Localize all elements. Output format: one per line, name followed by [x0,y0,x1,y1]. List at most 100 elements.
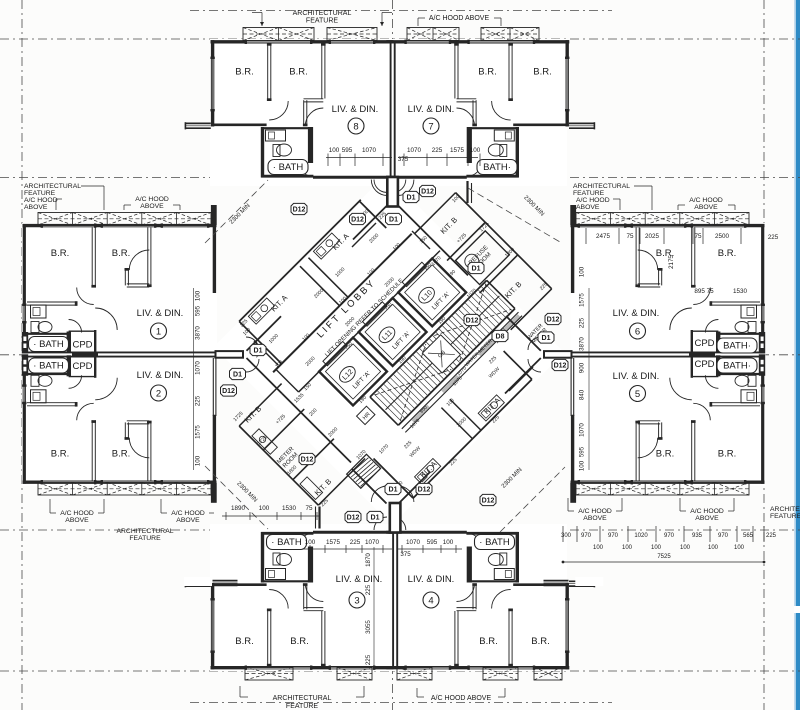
svg-text:ABOVE: ABOVE [24,204,48,211]
svg-text:LIV. & DIN.: LIV. & DIN. [137,308,184,319]
svg-text:2175: 2175 [668,255,675,269]
svg-text:100: 100 [329,147,340,154]
svg-text:1870: 1870 [365,553,372,567]
svg-text:LIV. & DIN.: LIV. & DIN. [613,371,660,382]
svg-text:CPD: CPD [72,361,92,372]
svg-text:595: 595 [195,305,202,316]
svg-text:CPD: CPD [694,338,714,349]
svg-text:LIV. & DIN.: LIV. & DIN. [613,308,660,319]
svg-text:75: 75 [694,233,702,240]
svg-text:75: 75 [626,233,634,240]
svg-text:D8: D8 [496,333,505,340]
svg-text:FEATURE: FEATURE [24,190,56,197]
svg-text:100: 100 [593,545,604,551]
svg-text:ABOVE: ABOVE [694,204,718,211]
svg-text:3: 3 [354,595,359,606]
svg-text:750: 750 [344,341,354,351]
svg-text:D1: D1 [389,216,398,223]
svg-text:A/C HOOD: A/C HOOD [578,508,612,515]
svg-text:LIV. & DIN.: LIV. & DIN. [332,104,379,115]
svg-text:A/C HOOD: A/C HOOD [135,196,169,203]
svg-text:B.R.: B.R. [235,636,253,647]
svg-text:565: 565 [743,533,754,539]
svg-text:595: 595 [427,539,438,546]
svg-text:100: 100 [274,359,284,369]
svg-text:100: 100 [708,545,719,551]
svg-text:100: 100 [366,267,376,277]
svg-text:2: 2 [156,388,161,399]
svg-text:225: 225 [365,654,372,665]
svg-text:2475: 2475 [596,233,611,240]
svg-text:D12: D12 [466,317,479,324]
svg-text:FEATURE: FEATURE [306,18,338,25]
svg-text:190: 190 [358,395,368,405]
svg-text:B.R.: B.R. [290,636,308,647]
svg-text:B.R.: B.R. [112,449,130,460]
svg-text:ABOVE: ABOVE [140,203,164,210]
svg-text:100: 100 [622,545,633,551]
svg-text:1575: 1575 [326,539,341,546]
svg-text:D12: D12 [554,362,567,369]
svg-text:D1: D1 [407,194,416,201]
svg-text:1530: 1530 [733,288,748,295]
svg-text:3055: 3055 [365,620,372,634]
svg-text:D12: D12 [351,216,364,223]
svg-text:D12: D12 [301,456,314,463]
svg-text:BATH·: BATH· [723,361,751,372]
svg-text:150: 150 [303,382,313,392]
svg-text:1070: 1070 [579,423,586,437]
svg-text:D12: D12 [418,486,431,493]
svg-text:LIV. & DIN.: LIV. & DIN. [408,574,455,585]
svg-text:225: 225 [378,211,388,221]
svg-text:3870: 3870 [579,337,586,351]
svg-text:7525: 7525 [657,554,671,560]
svg-text:100: 100 [651,545,662,551]
svg-text:200: 200 [308,407,318,417]
svg-text:ARCHITECTURAL: ARCHITECTURAL [273,695,332,702]
svg-text:FEATURE: FEATURE [573,190,605,197]
svg-text:1070: 1070 [406,539,421,546]
svg-text:B.R.: B.R. [235,67,253,78]
svg-text:5: 5 [635,389,640,400]
svg-text:1020: 1020 [634,533,648,539]
svg-text:B.R.: B.R. [478,67,496,78]
svg-text:895 75: 895 75 [694,288,714,295]
svg-text:· BATH: · BATH [33,361,64,372]
svg-text:D12: D12 [547,316,560,323]
svg-text:· BATH: · BATH [479,537,510,548]
svg-text:1070: 1070 [195,361,202,375]
svg-text:595: 595 [579,446,586,457]
svg-text:225: 225 [350,539,361,546]
svg-text:D12: D12 [347,514,360,521]
svg-text:D1: D1 [472,265,481,272]
svg-text:FEATURE: FEATURE [129,535,161,542]
svg-text:100: 100 [195,290,202,301]
svg-text:A/C HOOD: A/C HOOD [171,510,205,517]
svg-text:225: 225 [768,234,779,241]
svg-text:A/C HOOD: A/C HOOD [690,508,724,515]
svg-text:A/C HOOD: A/C HOOD [689,197,723,204]
svg-text:1575: 1575 [579,293,586,307]
svg-text:· BATH: · BATH [273,162,304,173]
svg-text:· BATH: · BATH [33,339,64,350]
svg-text:ARCHITE: ARCHITE [770,506,800,513]
svg-text:B.R.: B.R. [479,636,497,647]
svg-text:100: 100 [195,455,202,466]
svg-text:A/C HOOD: A/C HOOD [60,510,94,517]
svg-text:ABOVE: ABOVE [576,204,600,211]
svg-text:375: 375 [400,551,411,558]
svg-text:BATH·: BATH· [723,341,751,352]
svg-text:7: 7 [428,121,433,132]
svg-text:B.R.: B.R. [531,636,549,647]
svg-text:LIV. & DIN.: LIV. & DIN. [137,370,184,381]
svg-text:100: 100 [443,539,454,546]
svg-text:BATH·: BATH· [483,162,511,173]
svg-text:FEATURE: FEATURE [770,513,800,520]
svg-text:B.R.: B.R. [718,449,736,460]
svg-text:D1: D1 [542,335,551,342]
svg-text:100: 100 [301,332,311,342]
svg-text:225: 225 [432,147,443,154]
svg-text:A/C HOOD: A/C HOOD [24,197,58,204]
svg-text:2500: 2500 [715,233,730,240]
svg-text:190: 190 [397,355,407,365]
